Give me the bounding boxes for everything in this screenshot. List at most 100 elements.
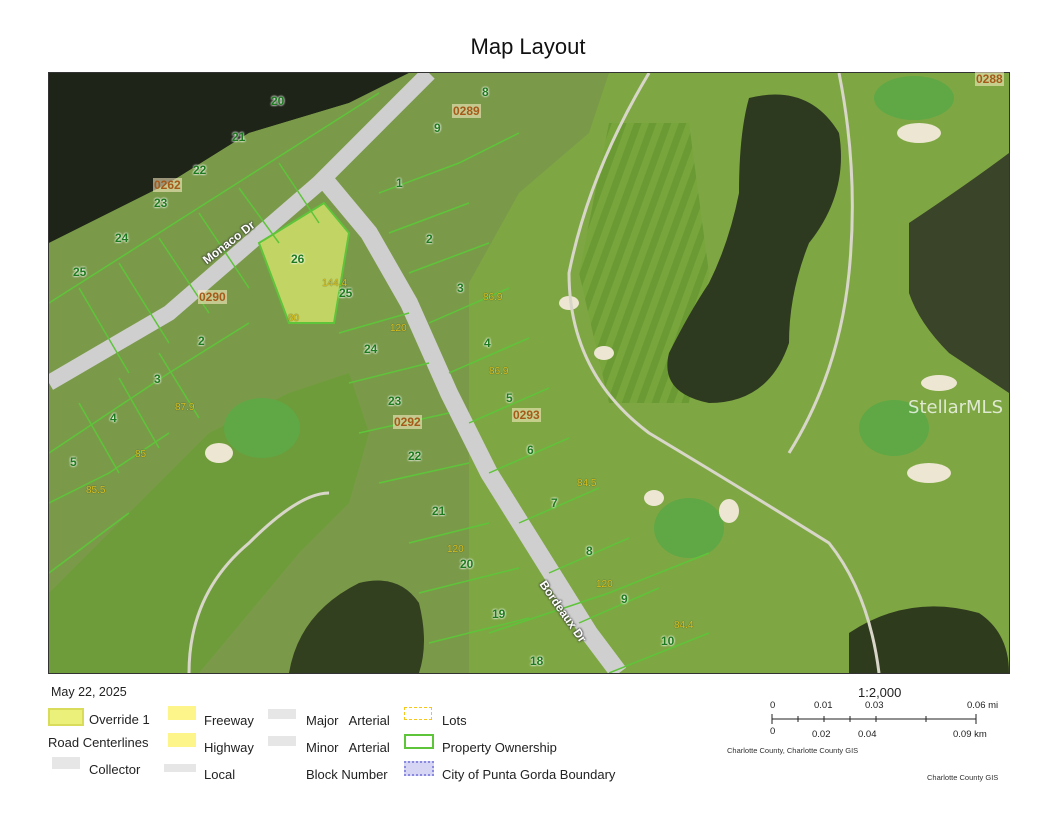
lot-number-label: 23	[388, 394, 402, 408]
page-title: Map Layout	[470, 34, 586, 59]
pond-bottom-right	[849, 606, 1009, 673]
sand-trap	[205, 443, 233, 463]
lot-number-label: 20	[271, 94, 285, 108]
block-number-label: 0288	[975, 72, 1004, 86]
credit-left: Charlotte County, Charlotte County GIS	[727, 746, 859, 755]
lot-number-label: 3	[457, 281, 464, 295]
legend-major-arterial: Major Arterial	[306, 713, 390, 728]
sand-trap	[907, 463, 951, 483]
scale-mi-3: 0.06 mi	[967, 700, 999, 711]
lot-number-label: 1	[396, 176, 403, 190]
bordeaux-dr-road	[312, 167, 627, 673]
map-date: May 22, 2025	[51, 685, 127, 699]
water-canal	[49, 73, 409, 243]
cart-path	[187, 491, 330, 673]
cart-path	[567, 73, 881, 673]
local-swatch	[164, 764, 196, 772]
lot-number-label: 7	[551, 496, 558, 510]
lot-number-label: 23	[154, 196, 168, 210]
highway-swatch	[168, 733, 196, 747]
lot-number-label: 21	[232, 130, 246, 144]
dimension-label: 80	[288, 313, 300, 324]
lot-number-label: 22	[193, 163, 207, 177]
legend-highway: Highway	[204, 740, 254, 755]
legend-block-number: Block Number	[306, 767, 388, 782]
lot-number-label: 10	[661, 634, 675, 648]
lot-number-label: 6	[527, 443, 534, 457]
lot-number-label: 19	[492, 607, 506, 621]
lot-number-label: 21	[432, 504, 446, 518]
lot-number-label: 24	[364, 342, 378, 356]
fairway	[579, 123, 709, 403]
scale-km-1: 0.02	[812, 729, 831, 740]
scale-mi-1: 0.01	[814, 700, 833, 711]
property-ownership-swatch	[404, 734, 434, 749]
lot-number-label: 2	[198, 334, 205, 348]
aerial-map[interactable]	[49, 73, 1009, 673]
pond-bottom	[289, 580, 424, 673]
minor-arterial-swatch	[268, 736, 296, 746]
scale-mi-2: 0.03	[865, 700, 884, 711]
override-swatch	[48, 708, 84, 726]
lot-number-label: 22	[408, 449, 422, 463]
freeway-swatch	[168, 706, 196, 720]
legend-freeway: Freeway	[204, 713, 254, 728]
block-number-label: 0290	[198, 290, 227, 304]
sand-trap	[897, 123, 941, 143]
lot-number-label: 4	[484, 336, 491, 350]
city-boundary-swatch	[404, 761, 434, 776]
lot-number-label: 2	[426, 232, 433, 246]
lot-number-label: 3	[154, 372, 161, 386]
putting-green	[224, 398, 300, 458]
legend-lots: Lots	[442, 713, 467, 728]
block-number-label: 0262	[153, 178, 182, 192]
monaco-dr-road	[49, 73, 435, 390]
legend-city-boundary: City of Punta Gorda Boundary	[442, 767, 616, 782]
legend-local: Local	[204, 767, 236, 782]
cart-path	[787, 73, 854, 454]
putting-green	[654, 498, 724, 558]
dimension-label: 120	[447, 544, 464, 555]
sand-trap	[719, 499, 739, 523]
dimension-label: 87.9	[175, 402, 195, 413]
putting-green	[859, 400, 929, 456]
sand-trap	[644, 490, 664, 506]
pond-right	[909, 153, 1009, 393]
map-view[interactable]: StellarMLS	[48, 72, 1010, 674]
dimension-label: 144.4	[322, 278, 348, 289]
lot-number-label: 24	[115, 231, 129, 245]
watermark: StellarMLS	[908, 397, 1003, 418]
major-arterial-swatch	[268, 709, 296, 719]
highlighted-lot-26[interactable]	[257, 201, 351, 324]
sand-trap	[594, 346, 614, 360]
scale-km-2: 0.04	[858, 729, 877, 740]
dimension-label: 85.5	[86, 485, 106, 496]
dimension-label: 120	[390, 323, 407, 334]
dimension-label: 86.9	[483, 292, 503, 303]
scale-mi-0: 0	[770, 700, 776, 711]
lot-number-label: 4	[110, 411, 117, 425]
lot-number-label: 25	[73, 265, 87, 279]
scale-km-3: 0.09 km	[953, 729, 987, 740]
lot-number-label: 5	[506, 391, 513, 405]
lot-number-label: 20	[460, 557, 474, 571]
putting-green	[874, 76, 954, 120]
sand-trap	[921, 375, 957, 391]
property-lines	[49, 92, 710, 673]
scale-ratio: 1:2,000	[858, 685, 902, 700]
block-number-label: 0292	[393, 415, 422, 429]
dimension-label: 120	[596, 579, 613, 590]
block-number-label: 0289	[452, 104, 481, 118]
scale-km-0: 0	[770, 726, 776, 737]
sand-trap	[559, 296, 579, 310]
block-number-label: 0293	[512, 408, 541, 422]
legend-minor-arterial: Minor Arterial	[306, 740, 390, 755]
lots-swatch	[404, 707, 432, 720]
lot-number-label: 18	[530, 654, 544, 668]
legend-override: Override 1	[89, 712, 150, 727]
legend-road-centerlines: Road Centerlines	[48, 735, 149, 750]
pond-center	[667, 94, 841, 404]
credit-right: Charlotte County GIS	[927, 773, 999, 782]
dimension-label: 84.5	[577, 478, 597, 489]
collector-swatch	[52, 757, 80, 769]
